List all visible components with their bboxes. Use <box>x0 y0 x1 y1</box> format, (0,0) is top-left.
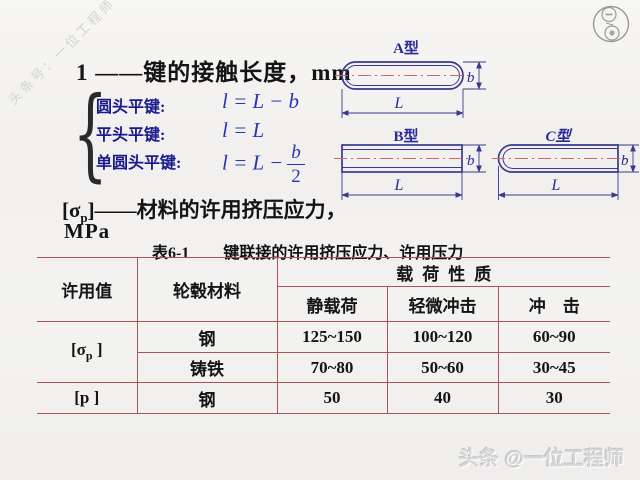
cell-material: 钢 <box>136 382 278 414</box>
key-b-b-label: b <box>467 153 475 169</box>
cell-light: 50~60 <box>386 352 499 383</box>
table-row: [σp ] 钢 125~150 100~120 60~90 <box>37 321 611 383</box>
sigma-open: [σ <box>62 198 81 222</box>
formula-flat-key: l = L <box>222 118 265 142</box>
table-row: 铸铁 70~80 50~60 30~45 <box>37 352 611 383</box>
key-type-diagrams: A型 b L B型 b L C型 <box>334 39 639 200</box>
key-b-l-dimension <box>341 172 463 200</box>
sigma-open: [σ <box>70 340 86 360</box>
diagram-c-label: C型 <box>545 128 572 145</box>
cell-impact: 30~45 <box>497 352 611 383</box>
key-a-l-label: L <box>394 95 404 112</box>
header-hub-material: 轮毂材料 <box>136 257 278 322</box>
diagram-b-label: B型 <box>393 127 418 145</box>
key-c-outline <box>497 144 619 173</box>
key-a-l-dimension <box>341 89 464 118</box>
row-label-sigma-p: [σp ] <box>37 321 138 383</box>
key-a-b-label: b <box>467 70 475 86</box>
cell-impact: 30 <box>497 382 611 414</box>
fraction-denominator: 2 <box>287 164 305 186</box>
key-a-b-dimension <box>463 61 486 90</box>
sigma-subscript: p <box>85 348 93 363</box>
key-c-l-dimension <box>497 166 619 200</box>
diagram-a-label: A型 <box>393 39 419 57</box>
cell-static: 50 <box>276 382 388 414</box>
brace-decoration: { <box>72 75 108 192</box>
key-c-l-label: L <box>551 177 561 194</box>
header-static-load: 静载荷 <box>276 286 388 322</box>
cell-material: 钢 <box>136 321 278 353</box>
sigma-description: ——材料的许用挤压应力， <box>94 198 347 222</box>
watermark-bottom-right: 头条 @一位工程师 <box>458 448 624 470</box>
header-allowable-value: 许用值 <box>37 257 138 322</box>
sigma-subscript: p <box>80 210 88 226</box>
fraction-numerator: b <box>291 142 301 163</box>
key-type-label-flat: 平头平键: <box>96 127 166 144</box>
cell-material: 铸铁 <box>136 352 278 383</box>
table-row: 静载荷 轻微冲击 冲 击 <box>37 286 611 322</box>
cell-static: 125~150 <box>276 321 388 353</box>
key-type-label-round: 圆头平键: <box>96 99 166 116</box>
key-b-b-dimension <box>462 144 486 173</box>
formula-round-key: l = L − b <box>222 89 299 113</box>
key-c-b-dimension <box>618 144 639 173</box>
cell-light: 100~120 <box>386 321 499 353</box>
sigma-unit: MPa <box>64 219 111 243</box>
key-c-b-label: b <box>621 153 629 169</box>
row-label-p: [p ] <box>37 382 138 414</box>
cell-light: 40 <box>386 382 499 414</box>
formula-pre: l = L − <box>222 150 284 175</box>
sigma-definition: [σp]——材料的许用挤压应力， <box>62 194 347 226</box>
key-b-l-label: L <box>394 177 404 194</box>
sigma-close: ] <box>87 198 95 222</box>
header-load-nature: 载荷性质 <box>276 257 611 287</box>
sigma-close: ] <box>92 340 103 360</box>
table-row: [p ] 钢 50 40 30 <box>37 382 611 414</box>
cell-impact: 60~90 <box>497 321 611 353</box>
table-row: 许用值 轮毂材料 载荷性质 <box>37 257 611 322</box>
header-impact: 冲 击 <box>497 286 611 322</box>
allowable-stress-table: 许用值 轮毂材料 载荷性质 静载荷 轻微冲击 冲 击 [σp ] 钢 125~1… <box>37 257 611 414</box>
publisher-logo-icon <box>592 5 630 43</box>
cell-static: 70~80 <box>276 352 388 383</box>
slide-title: 1 ——键的接触长度，mm <box>76 60 352 85</box>
key-type-label-single-round: 单圆头平键: <box>96 155 182 172</box>
header-light-impact: 轻微冲击 <box>386 286 499 322</box>
